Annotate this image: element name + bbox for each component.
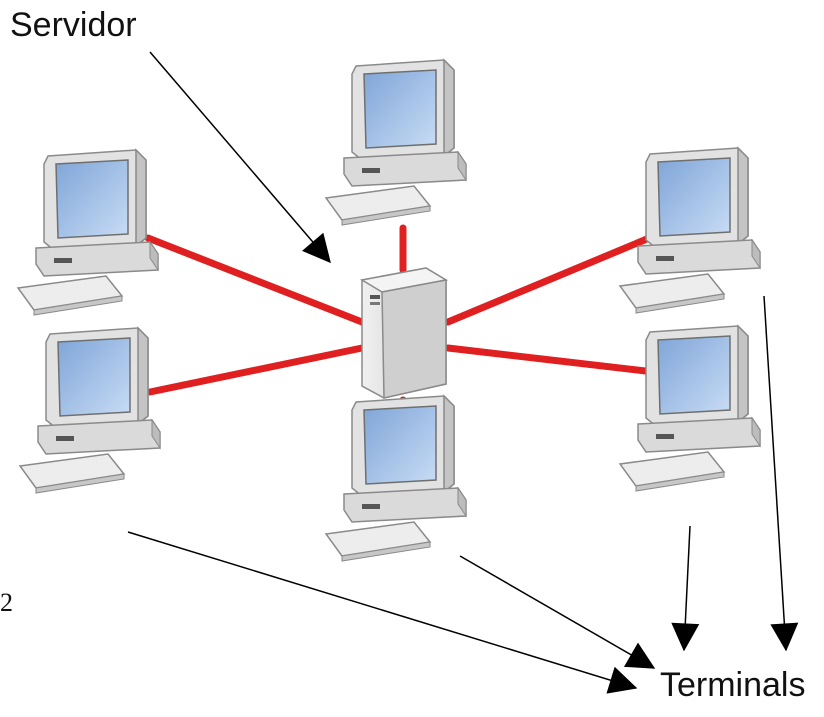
margin-number: 2: [0, 588, 13, 617]
annotation-arrows: [127, 51, 799, 694]
arrow-right-lower-to-terminals: [671, 525, 700, 652]
arrow-to-server: [149, 51, 331, 264]
arrow-left-lower-to-terminals: [127, 531, 638, 694]
arrow-right-upper-to-terminals: [763, 295, 799, 652]
arrow-bottom-to-terminals: [459, 555, 656, 669]
server-label: Servidor: [10, 6, 137, 44]
terminal-bottom-icon: [325, 395, 467, 562]
terminal-left-lower-icon: [19, 327, 161, 494]
link-left-lower: [146, 344, 366, 396]
server-tower-icon: [359, 267, 449, 399]
terminal-top-icon: [325, 59, 467, 226]
terminals-label: Terminals: [660, 666, 806, 704]
link-right-lower: [444, 344, 658, 376]
terminal-left-upper-icon: [17, 149, 159, 316]
link-left-upper: [144, 234, 366, 326]
terminal-right-lower-icon: [619, 325, 761, 492]
link-right-upper: [444, 232, 658, 326]
terminal-right-upper-icon: [619, 147, 761, 314]
